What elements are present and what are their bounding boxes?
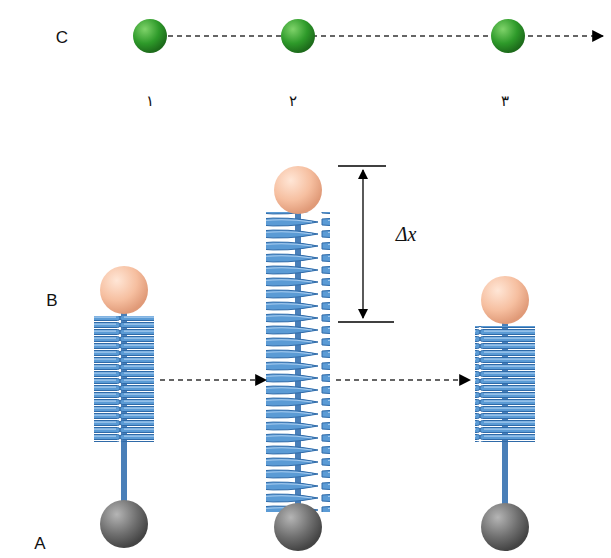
row-letter: B: [46, 292, 57, 309]
dimension-label: Δx: [396, 224, 417, 244]
row-letter: C: [56, 29, 68, 46]
position-number: ۳: [501, 94, 509, 109]
position-number: ۲: [289, 94, 297, 109]
position-number: ۱: [146, 94, 154, 109]
row-letter: A: [34, 535, 45, 552]
